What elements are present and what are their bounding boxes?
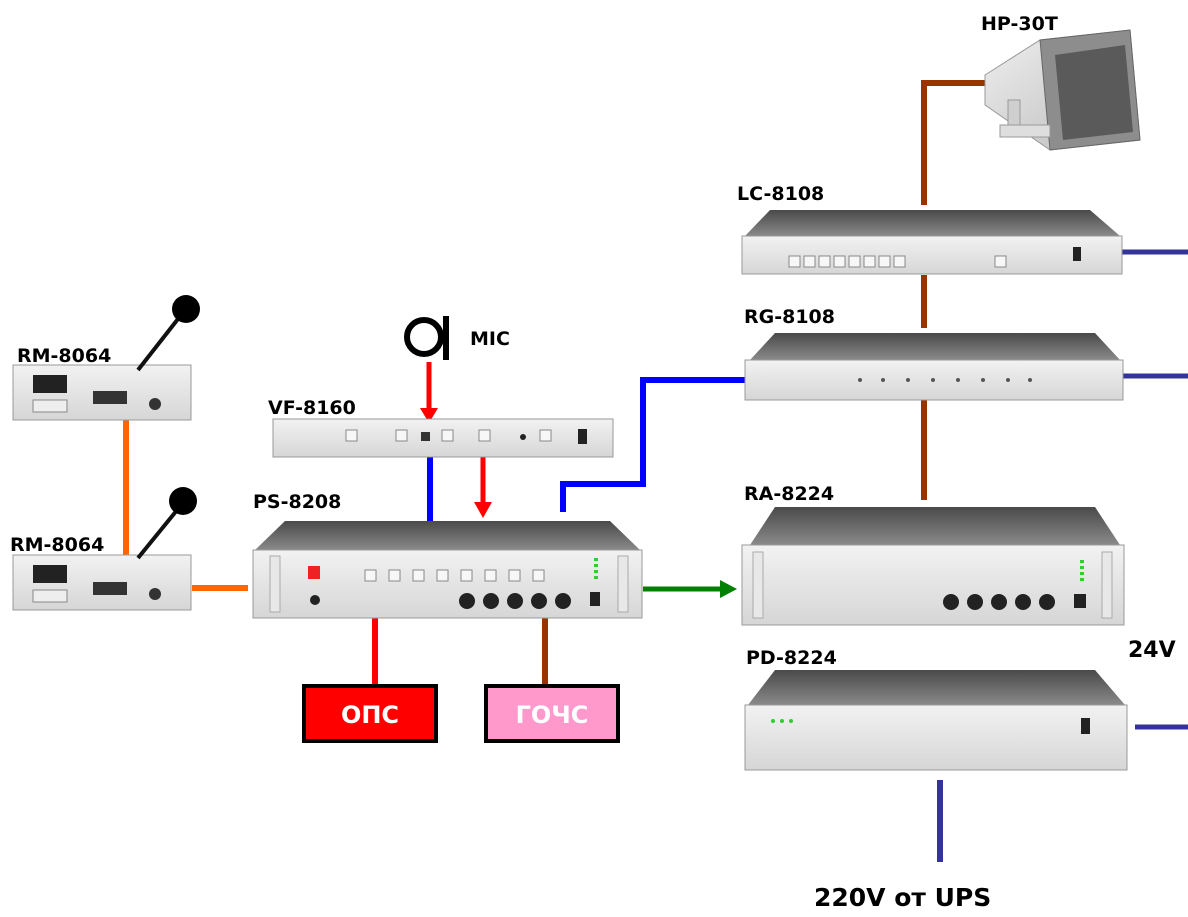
label-mic: MIC — [470, 328, 510, 350]
label-24v: 24V — [1128, 638, 1176, 663]
speaker-line — [924, 83, 985, 205]
label-rm8064-bottom: RM-8064 — [10, 534, 104, 556]
label-vf8160: VF-8160 — [268, 397, 356, 419]
lc8108-unit — [742, 210, 1122, 274]
hp30t-speaker — [985, 30, 1140, 150]
label-ra8224: RA-8224 — [744, 483, 834, 505]
label-lc8108: LC-8108 — [737, 183, 824, 205]
vf8160-unit — [273, 419, 613, 457]
label-hp30t: HP-30T — [981, 13, 1058, 35]
ps-ra-arrowhead — [720, 580, 737, 598]
label-220v: 220V от UPS — [814, 883, 991, 912]
rg8108-unit — [745, 333, 1123, 400]
mic-icon — [407, 316, 446, 360]
ra8224-unit — [742, 507, 1124, 625]
label-rg8108: RG-8108 — [744, 306, 835, 328]
pd8224-unit — [745, 670, 1127, 770]
gochs-label: ГОЧС — [516, 701, 589, 729]
label-ps8208: PS-8208 — [253, 491, 341, 513]
ops-label: ОПС — [341, 701, 399, 729]
label-rm8064-top: RM-8064 — [17, 345, 111, 367]
ps8208-unit — [253, 521, 642, 618]
label-pd8224: PD-8224 — [746, 647, 837, 669]
vf-ps-arrowhead — [474, 502, 492, 518]
